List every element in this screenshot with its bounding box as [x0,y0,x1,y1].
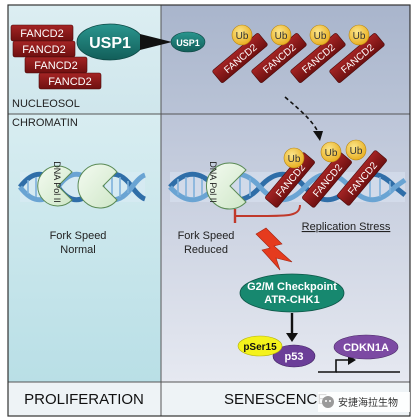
ub-circle [348,24,370,46]
fork-speed-normal-line1: Fork Speed [50,230,107,242]
p53-oval [272,344,316,368]
fork-speed-reduced-line1: Fork Speed [178,230,235,242]
senescence-label: SENESCENCE [224,391,327,408]
ub-label: Ub [353,31,366,42]
ub-fancd2-group-nucleosol: FANCD2 Ub FANCD2 Ub FANCD2 Ub FANCD2 Ub [212,24,385,83]
usp1-reduction-wedge [140,34,172,50]
ub-circle [320,141,342,163]
replication-stress-label: Replication Stress [302,221,391,233]
figure-border [7,4,411,417]
ub-circle [345,139,367,161]
lightning-bolt-icon [255,227,293,271]
fancd2-label: FANCD2 [34,60,77,72]
cdkn1a-oval [333,334,399,360]
ub-label: Ub [288,154,301,165]
ub-label: Ub [350,146,363,157]
checkpoint-line1: G2/M Checkpoint [247,281,337,293]
p53-label: p53 [285,351,304,363]
fork-speed-normal-line2: Normal [60,244,95,256]
chromatin-label: CHROMATIN [12,117,78,129]
cdkn1a-label: CDKN1A [343,342,389,354]
fancd2-box [212,33,268,83]
ub-label: Ub [314,31,327,42]
fancd2-box [290,33,346,83]
translocation-arrowhead [313,131,323,141]
ub-circle [283,147,305,169]
dna-pol-left-a [37,165,73,207]
dna-pol-label-left: DNA Pol II [52,161,62,203]
pser15-label: pSer15 [243,342,277,353]
fancd2-stack: FANCD2 FANCD2 FANCD2 FANCD2 [10,24,102,90]
ub-label: Ub [325,148,338,159]
fancd2-label: FANCD2 [20,28,63,40]
fork-speed-reduced-line2: Reduced [184,244,228,256]
translocation-arrow [284,96,319,133]
cdkn1a-gene-line [318,359,350,373]
dna-pol-label-right: DNA Pol II [208,161,218,203]
ub-circle [231,24,253,46]
proliferation-label: PROLIFERATION [24,391,144,408]
fancd2-box [302,152,352,208]
fancd2-label: FANCD2 [22,44,65,56]
proliferation-chromatin-panel [8,114,161,382]
checkpoint-line2: ATR-CHK1 [264,294,319,306]
ub-circle [309,24,331,46]
usp1-label-small: USP1 [176,38,200,48]
fancd2-box [251,33,307,83]
dna-pol-right [205,162,247,210]
watermark: 安捷海拉生物 [318,392,410,412]
checkpoint-oval [239,273,345,313]
dna-pol-left-b [77,163,118,209]
ub-circle [270,24,292,46]
wechat-icon [322,396,334,408]
pser15-oval [237,335,283,357]
fancd2-box [337,150,387,206]
fancd2-box [329,33,385,83]
inhibition-line [236,204,301,217]
fancd2-label: FANCD2 [48,76,91,88]
checkpoint-arrowhead [286,333,298,342]
fancd2-box [265,152,315,208]
ub-label: Ub [275,31,288,42]
nucleosol-label: NUCLEOSOL [12,98,80,110]
usp1-label: USP1 [89,35,131,52]
watermark-text: 安捷海拉生物 [338,396,398,409]
fancd2-box [38,72,102,90]
usp1-ellipse-small [170,31,206,53]
ub-label: Ub [236,31,249,42]
